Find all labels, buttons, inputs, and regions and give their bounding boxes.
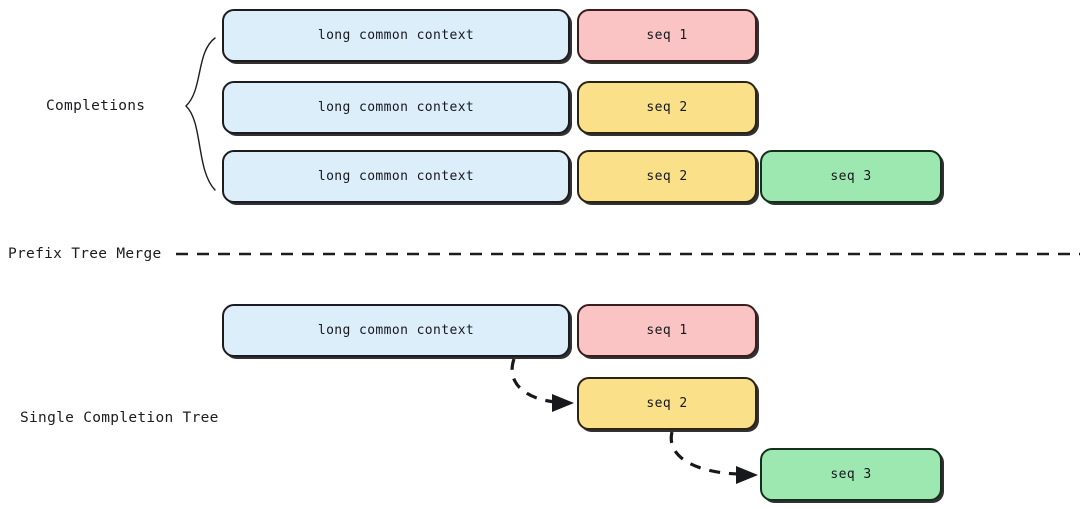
seq-box-seq3-row3[interactable]: seq 3 (760, 150, 942, 203)
context-box-row3[interactable]: long common context (222, 150, 570, 203)
single-completion-tree-label: Single Completion Tree (20, 410, 219, 426)
completions-label: Completions (46, 98, 146, 114)
completions-brace (184, 37, 216, 191)
arrow-context-to-seq2 (510, 358, 574, 412)
context-box-row2[interactable]: long common context (222, 81, 570, 134)
tree-seq-box-seq2[interactable]: seq 2 (577, 377, 757, 430)
tree-seq-box-seq3[interactable]: seq 3 (760, 448, 942, 501)
tree-context-box[interactable]: long common context (222, 304, 570, 357)
seq-box-seq2-row2[interactable]: seq 2 (577, 81, 757, 134)
seq-box-seq1-row1[interactable]: seq 1 (577, 9, 757, 62)
prefix-tree-merge-label: Prefix Tree Merge (8, 246, 162, 262)
context-box-row1[interactable]: long common context (222, 9, 570, 62)
arrow-seq2-to-seq3 (669, 431, 758, 484)
tree-seq-box-seq1[interactable]: seq 1 (577, 304, 757, 357)
seq-box-seq2-row3[interactable]: seq 2 (577, 150, 757, 203)
